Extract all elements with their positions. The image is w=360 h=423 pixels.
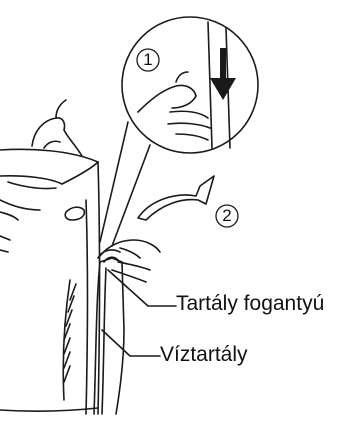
tank-handle-label: Tartály fogantyú (176, 292, 324, 316)
step-1-number: 1 (135, 47, 161, 73)
water-tank-label: Víztartály (160, 343, 248, 367)
step-2-number: 2 (214, 203, 240, 229)
